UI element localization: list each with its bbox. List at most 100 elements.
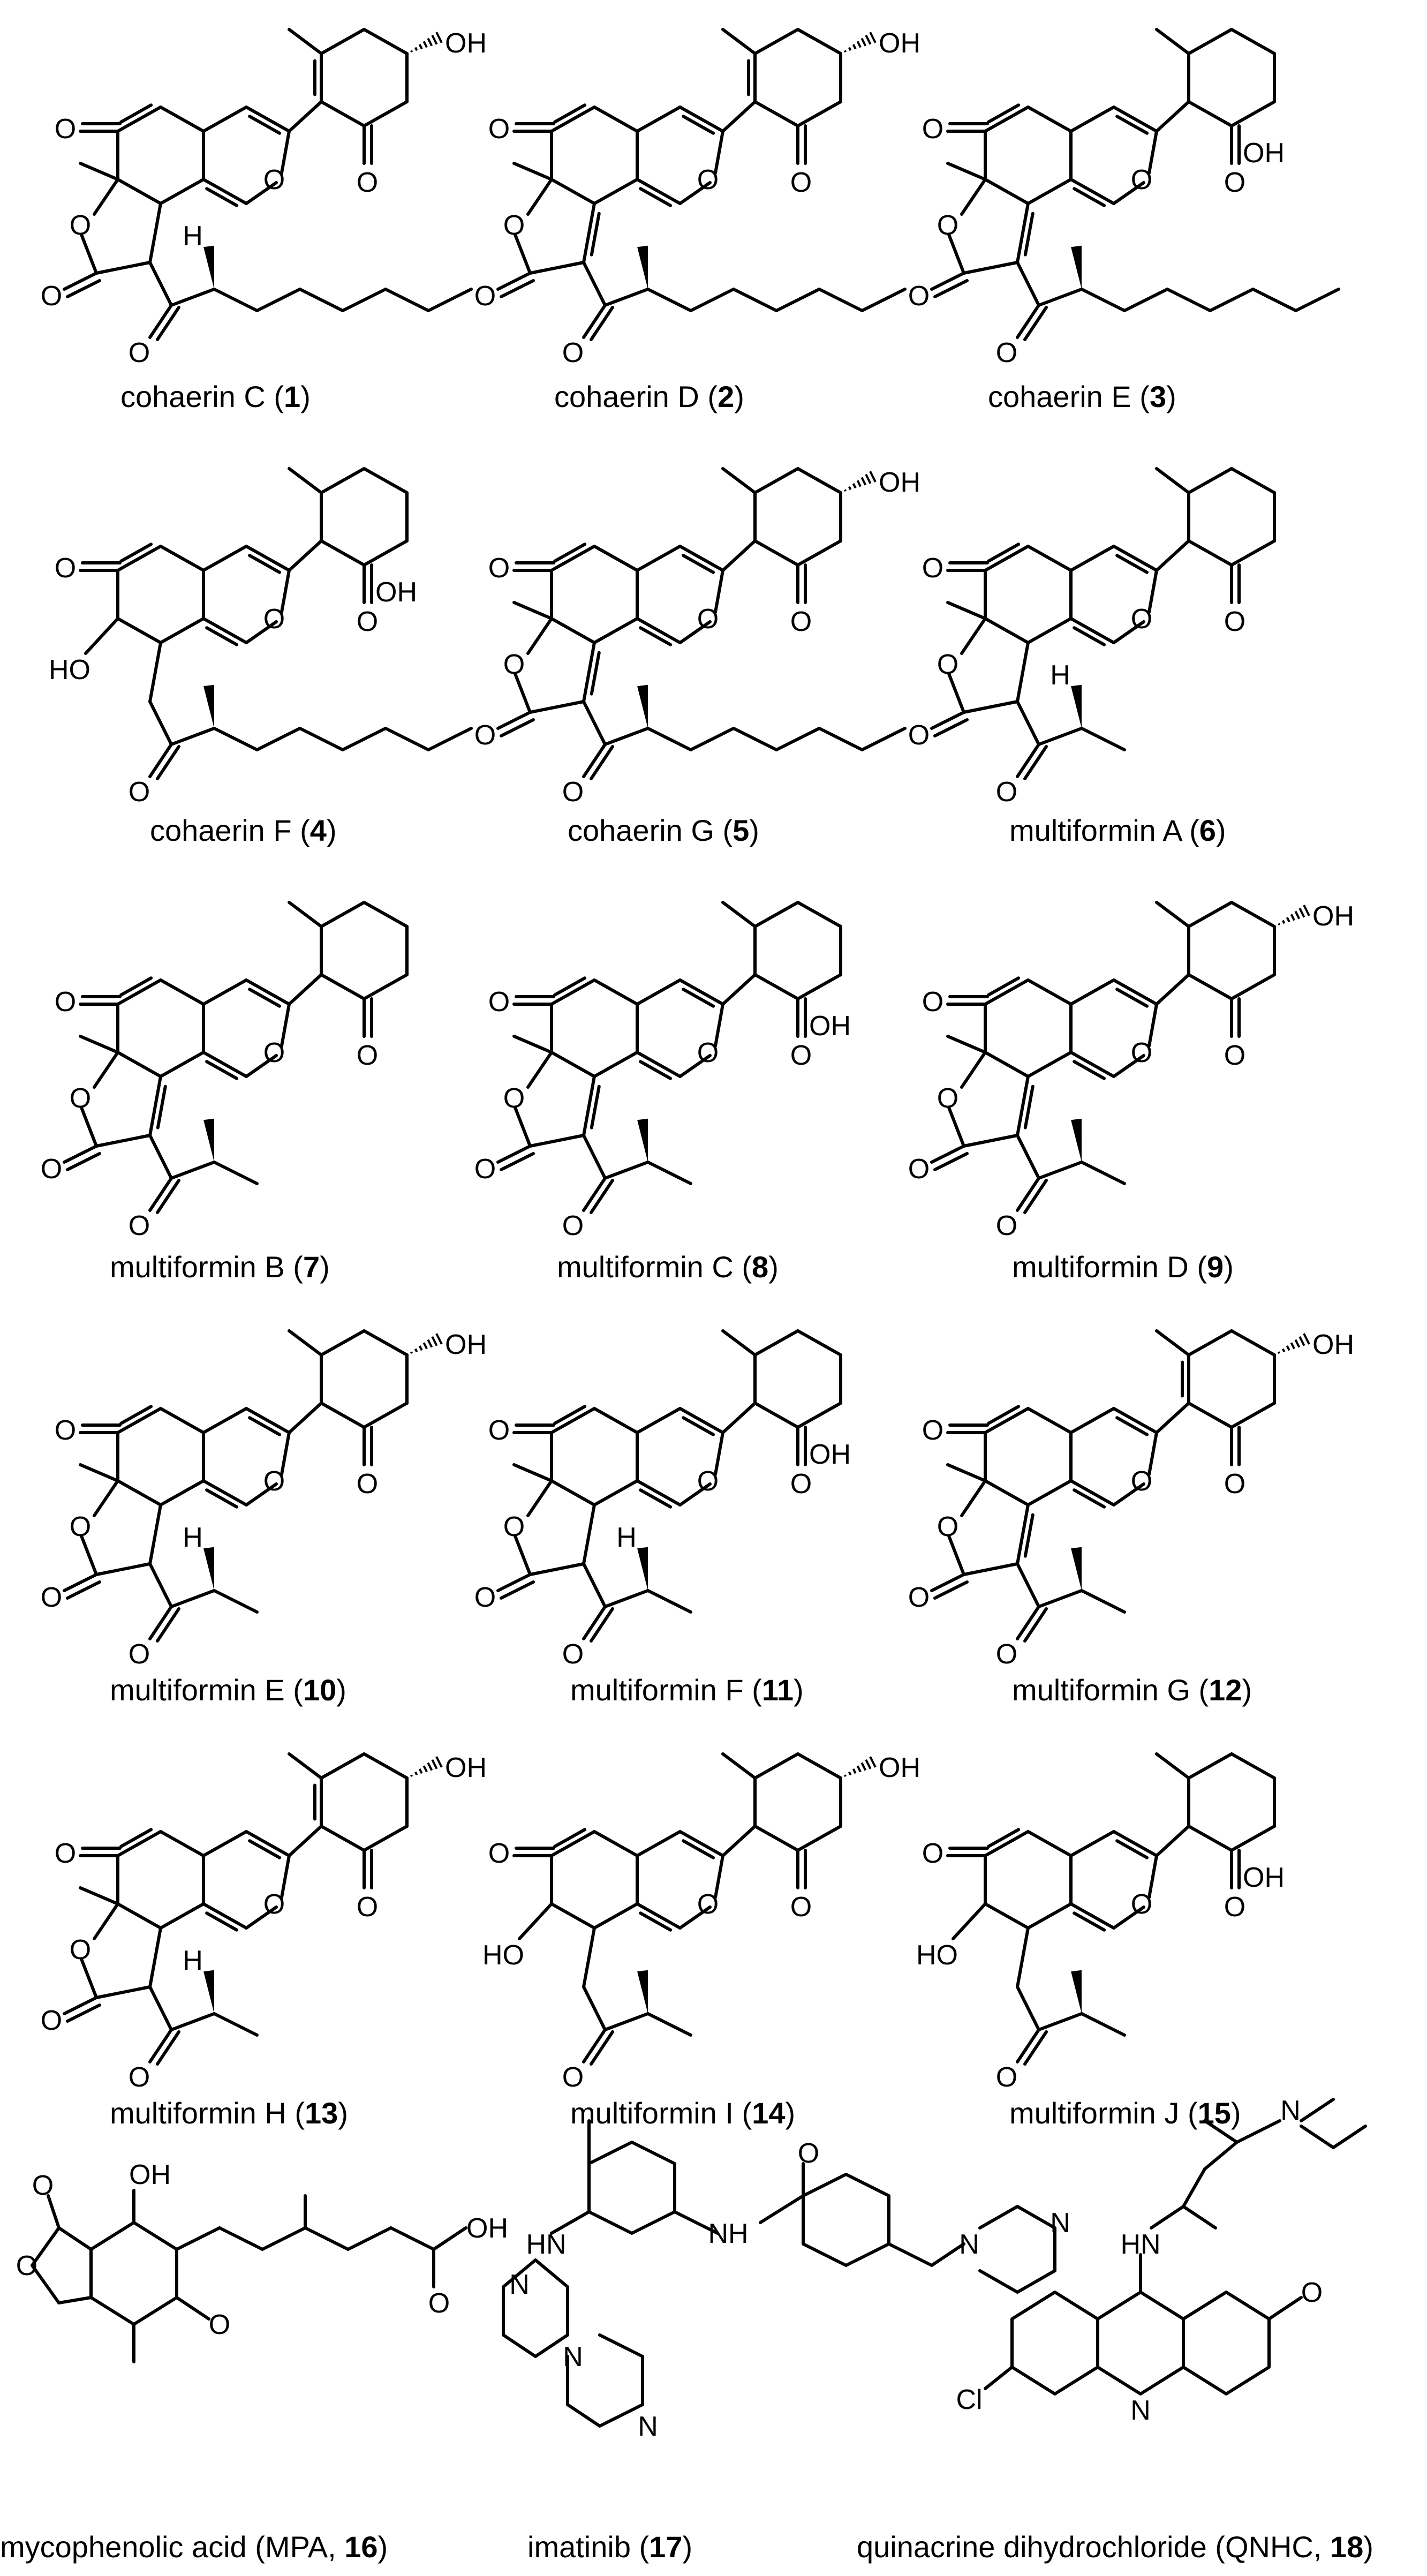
atom-label-o: O <box>1131 604 1152 635</box>
atom-label-n: N <box>1130 2395 1151 2426</box>
atom-label-o: O <box>908 1154 930 1185</box>
caption-multiformin-f: multiformin F (11) <box>570 1673 804 1707</box>
caption-multiformin-c: multiformin C (8) <box>557 1250 779 1284</box>
atom-label-o: O <box>996 337 1017 368</box>
atom-label-o: O <box>562 2062 584 2093</box>
atom-label-o: O <box>488 553 510 584</box>
atom-label-oh: OH <box>445 1752 487 1783</box>
atom-label-o: O <box>357 606 378 637</box>
atom-label-oh: OH <box>809 1011 851 1042</box>
atom-label-o: O <box>697 1037 719 1068</box>
atom-label-oh: OH <box>466 2213 508 2244</box>
atom-label-o: O <box>922 1415 943 1446</box>
atom-label-o: O <box>263 604 285 635</box>
atom-label-o: O <box>1224 167 1245 198</box>
atom-label-o: O <box>41 281 62 312</box>
atom-label-o: O <box>996 1639 1017 1670</box>
atom-label-o: O <box>129 1210 150 1241</box>
atom-label-o: O <box>474 720 496 751</box>
atom-label-o: O <box>129 337 150 368</box>
atom-label-o: O <box>263 1466 285 1497</box>
atom-label-ho: HO <box>916 1940 958 1971</box>
atom-label-o: O <box>937 1511 958 1542</box>
atom-label-o: O <box>129 777 150 808</box>
atom-label-o: O <box>790 1892 812 1923</box>
caption-multiformin-g: multiformin G (12) <box>1012 1673 1252 1707</box>
atom-label-o: O <box>697 1889 719 1920</box>
atom-label-oh: OH <box>879 28 920 59</box>
atom-label-o: O <box>488 114 510 145</box>
atom-label-o: O <box>503 210 525 241</box>
caption-multiformin-j: multiformin J (15) <box>1009 2096 1241 2130</box>
atom-label-o: O <box>697 604 719 635</box>
atom-label-o: O <box>1224 1892 1245 1923</box>
atom-label-o: O <box>428 2288 450 2319</box>
caption-mycophenolic-acid: mycophenolic acid (MPA, 16) <box>0 2530 388 2564</box>
caption-cohaerin-e: cohaerin E (3) <box>988 380 1176 413</box>
atom-label-o: O <box>263 1889 285 1920</box>
atom-label-o: O <box>562 1210 584 1241</box>
atom-label-o: O <box>798 2138 819 2169</box>
atom-label-o: O <box>474 1582 496 1613</box>
atom-label-oh: OH <box>1312 1329 1354 1360</box>
atom-label-o: O <box>129 2062 150 2093</box>
atom-label-oh: OH <box>445 1329 487 1360</box>
atom-label-h: H <box>616 1522 637 1553</box>
atom-label-o: O <box>41 1582 62 1613</box>
atom-label-nh: NH <box>708 2218 748 2249</box>
atom-label-o: O <box>70 1934 91 1965</box>
atom-label-o: O <box>1131 1889 1152 1920</box>
atom-label-o: O <box>41 2005 62 2036</box>
atom-label-o: O <box>562 1639 584 1670</box>
atom-label-o: O <box>1131 164 1152 195</box>
atom-label-o: O <box>790 1040 812 1071</box>
atom-label-o: O <box>1224 1468 1245 1500</box>
atom-label-o: O <box>697 164 719 195</box>
atom-label-o: O <box>1131 1466 1152 1497</box>
captions-layer: cohaerin C (1) cohaerin D (2) cohaerin E… <box>0 380 1373 2564</box>
atom-label-oh: OH <box>129 2159 171 2190</box>
caption-cohaerin-f: cohaerin F (4) <box>150 814 337 847</box>
atom-label-o: O <box>697 1466 719 1497</box>
atom-label-h: H <box>183 1522 203 1553</box>
atom-label-o: O <box>937 649 958 680</box>
caption-imatinib: imatinib (17) <box>527 2530 692 2564</box>
atom-label-o: O <box>922 1838 943 1869</box>
atom-label-o: O <box>996 1210 1017 1241</box>
atom-label-o: O <box>1301 2277 1323 2308</box>
atom-label-o: O <box>922 986 943 1018</box>
atom-label-cl: Cl <box>956 2384 982 2415</box>
atom-label-o: O <box>488 1838 510 1869</box>
atom-label-h: H <box>183 1945 203 1976</box>
atom-label-n: N <box>1280 2095 1301 2126</box>
atom-label-o: O <box>937 1083 958 1114</box>
atom-label-o: O <box>357 1040 378 1071</box>
atom-label-o: O <box>488 986 510 1018</box>
atom-label-o: O <box>562 777 584 808</box>
atom-label-n: N <box>509 2269 530 2300</box>
atom-label-o: O <box>55 1415 76 1446</box>
atom-label-oh: OH <box>879 1752 920 1783</box>
atom-label-o: O <box>503 1511 525 1542</box>
atom-label-o: O <box>263 1037 285 1068</box>
atom-label-oh: OH <box>1312 901 1354 932</box>
atom-label-o: O <box>209 2309 230 2340</box>
caption-multiformin-d: multiformin D (9) <box>1012 1250 1234 1284</box>
atom-label-oh: OH <box>809 1439 851 1470</box>
atom-label-o: O <box>1224 1040 1245 1071</box>
atom-label-n: N <box>563 2341 583 2372</box>
atom-label-h: H <box>1050 660 1070 691</box>
